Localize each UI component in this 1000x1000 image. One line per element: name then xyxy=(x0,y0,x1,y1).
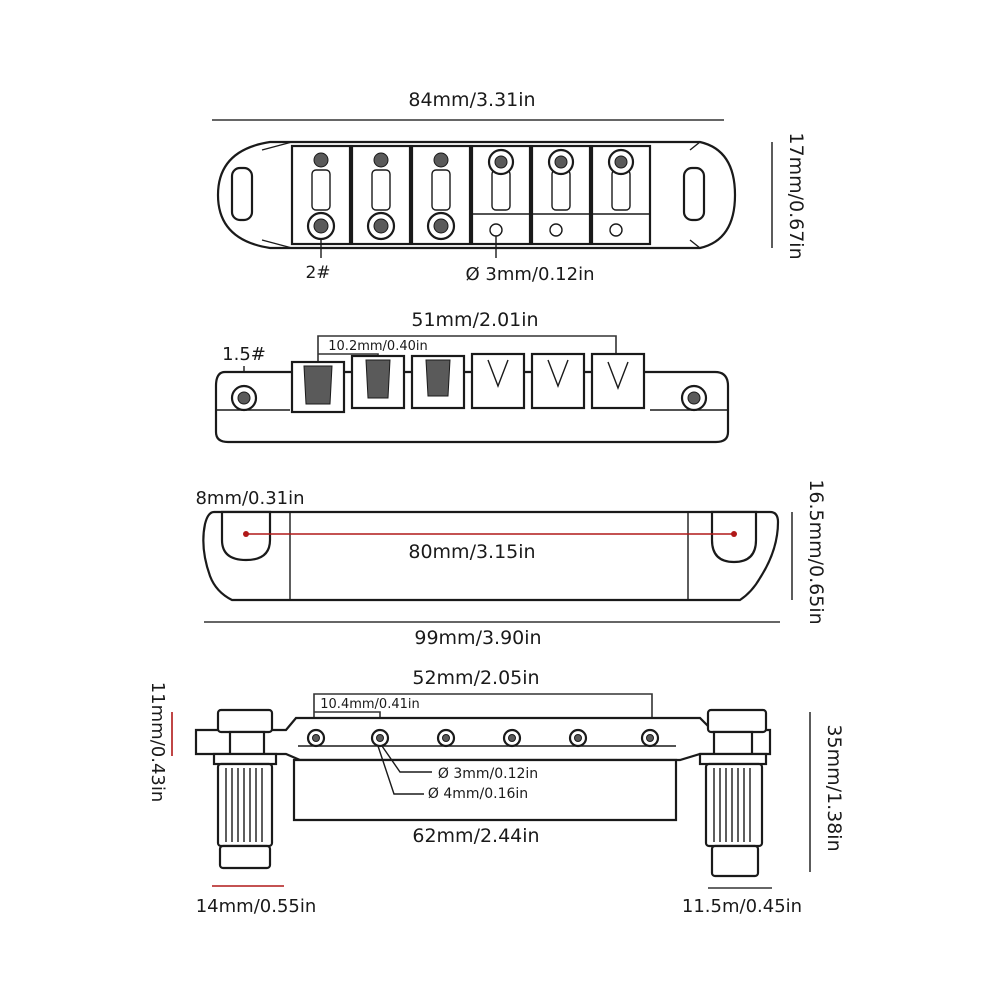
hole-spacing-label: 10.4mm/0.41in xyxy=(320,697,419,712)
top-view: 84mm/3.31in 17mm/0.67in xyxy=(212,89,807,285)
large-hole-label: Ø 4mm/0.16in xyxy=(428,786,528,802)
hole-span-label: 52mm/2.05in xyxy=(412,667,539,689)
top-height-label: 17mm/0.67in xyxy=(785,132,807,259)
left-end-slot xyxy=(230,166,254,222)
saddle-spacing-label: 10.2mm/0.40in xyxy=(328,339,427,354)
string-holes-side xyxy=(306,728,660,748)
left-post-width-label: 14mm/0.55in xyxy=(196,896,317,917)
saddles-top xyxy=(290,144,652,246)
saddle-span-label: 51mm/2.01in xyxy=(411,309,538,331)
base-plate-side xyxy=(292,758,678,822)
total-length-label: 99mm/3.90in xyxy=(414,627,541,649)
screw-size-label: 2# xyxy=(305,263,330,283)
slot-width-label: 8mm/0.31in xyxy=(195,488,304,509)
saddle-screws-top xyxy=(306,148,635,241)
base-width-label: 62mm/2.44in xyxy=(412,825,539,847)
tailpiece-view: 8mm/0.31in 16.5mm/0.65in 80mm/3.15in 99m… xyxy=(195,479,827,649)
inner-span-label: 80mm/3.15in xyxy=(408,541,535,563)
top-width-label: 84mm/3.31in xyxy=(408,89,535,111)
front-view: 51mm/2.01in 10.2mm/0.40in 1.5# xyxy=(214,309,730,444)
saddles-front xyxy=(290,352,646,414)
right-end-slot xyxy=(682,166,706,222)
side-view: 52mm/2.05in 10.4mm/0.41in 11mm/0.43in 35… xyxy=(147,667,845,917)
small-hole-label: Ø 3mm/0.12in xyxy=(438,766,538,782)
bridge-bar-side xyxy=(194,716,772,762)
right-post xyxy=(698,708,768,878)
screw-size-label-front: 1.5# xyxy=(222,344,266,365)
post-height-label: 11mm/0.43in xyxy=(147,682,168,803)
right-post-width-label: 11.5m/0.45in xyxy=(682,896,802,917)
hole-span-line xyxy=(313,693,653,738)
hole-diameter-label: Ø 3mm/0.12in xyxy=(466,264,595,285)
left-post xyxy=(212,708,278,870)
tailpiece-height-label: 16.5mm/0.65in xyxy=(805,479,827,624)
total-height-label: 35mm/1.38in xyxy=(823,724,845,851)
